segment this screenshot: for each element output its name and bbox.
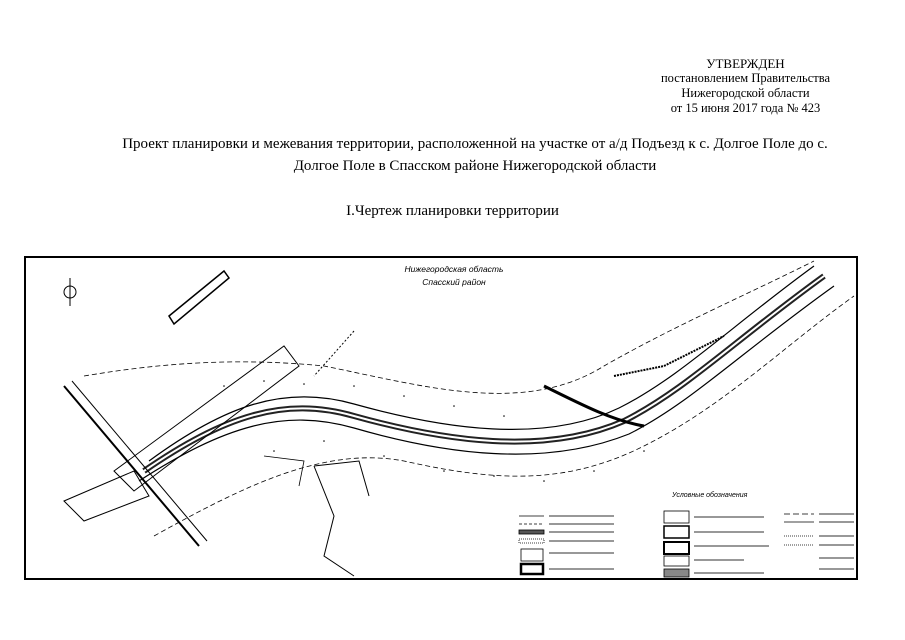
territory-boundary bbox=[83, 260, 855, 537]
district-label: Спасский район bbox=[422, 277, 486, 287]
legend bbox=[518, 510, 854, 578]
approval-line: от 15 июня 2017 года № 423 bbox=[670, 101, 821, 115]
approval-stamp: УТВЕРЖДЕН постановлением Правительства Н… bbox=[661, 56, 830, 116]
drawing-frame bbox=[24, 256, 858, 580]
document-title: Проект планировки и межевания территории… bbox=[100, 133, 850, 177]
title-line: Долгое Поле в Спасском районе Нижегородс… bbox=[293, 158, 657, 174]
side-roads bbox=[63, 269, 370, 577]
legend-title: Условные обозначения bbox=[672, 492, 748, 499]
planning-drawing: Нижегородская область Спасский район bbox=[24, 256, 858, 580]
title-line: Проект планировки и межевания территории… bbox=[122, 136, 828, 152]
approval-line: постановлением Правительства bbox=[660, 71, 830, 85]
road-corridor bbox=[138, 265, 835, 482]
section-title: I.Чертеж планировки территории bbox=[346, 203, 559, 219]
region-label: Нижегородская область bbox=[404, 264, 504, 274]
approval-heading: УТВЕРЖДЕН bbox=[706, 56, 785, 71]
approval-line: Нижегородской области bbox=[681, 86, 810, 100]
compass-icon bbox=[63, 278, 77, 306]
drawing-canvas bbox=[24, 256, 858, 580]
green-zone-dots bbox=[223, 380, 645, 482]
